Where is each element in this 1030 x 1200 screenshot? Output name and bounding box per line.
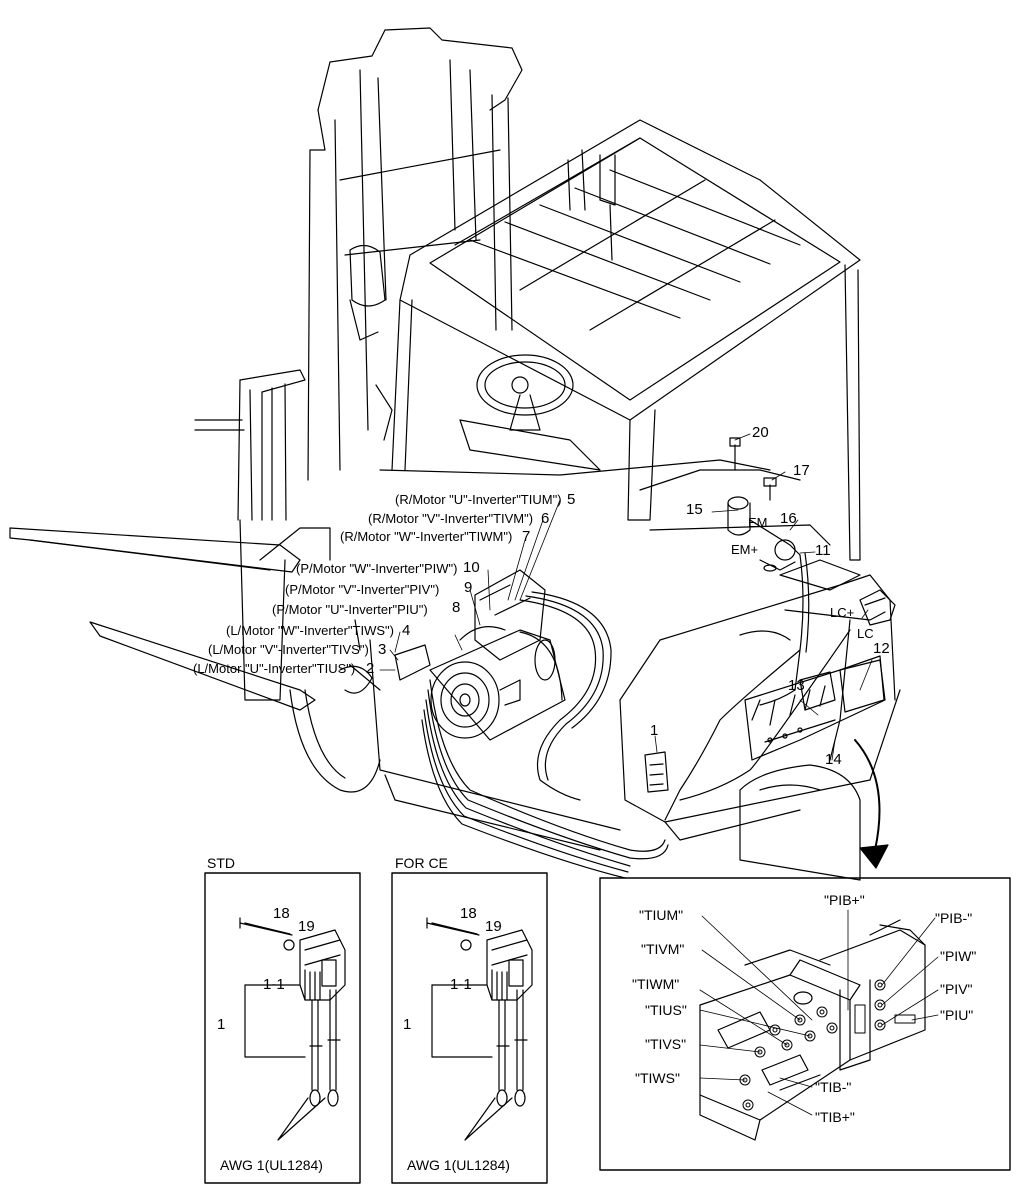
term-piv: "PIV" — [940, 981, 973, 997]
callout-5: 5 — [567, 491, 576, 508]
term-tium: "TIUM" — [639, 907, 684, 923]
label-lc-plus: LC+ — [830, 605, 855, 620]
steering-wheel — [459, 354, 601, 471]
overhead-guard — [391, 119, 861, 561]
callout-13: 13 — [788, 677, 805, 694]
callout-20: 20 — [752, 424, 769, 441]
term-tiwm: "TIWM" — [632, 976, 680, 992]
ce-callout-19: 19 — [485, 918, 502, 935]
callout-2: 2 — [366, 660, 375, 677]
callout-8: 8 — [452, 599, 461, 616]
drive-motor — [339, 569, 566, 741]
label-p-motor-w: (P/Motor "W"-Inverter"PIW") — [296, 561, 458, 576]
label-p-motor-v: (P/Motor "V"-Inverter"PIV") — [285, 582, 440, 597]
callout-16: 16 — [780, 510, 797, 527]
label-l-motor-v: (L/Motor "V"-Inverter"TIVS") — [208, 642, 369, 657]
std-callout-1: 1 — [217, 1016, 226, 1033]
ce-callout-1: 1 — [403, 1016, 412, 1033]
term-tib-minus: "TIB-" — [815, 1079, 852, 1095]
ce-callout-18: 18 — [460, 905, 477, 922]
callout-9: 9 — [464, 579, 473, 596]
term-tius: "TIUS" — [645, 1002, 687, 1018]
cable-bundle — [421, 552, 886, 879]
term-tib-plus: "TIB+" — [815, 1109, 855, 1125]
callout-1: 1 — [650, 722, 659, 739]
callout-12: 12 — [873, 640, 890, 657]
callout-3: 3 — [378, 641, 387, 658]
label-p-motor-u: (P/Motor "U"-Inverter"PIU") — [272, 602, 428, 617]
term-piu: "PIU" — [940, 1007, 974, 1023]
leader-lines — [379, 433, 873, 761]
term-tivm: "TIVM" — [641, 941, 685, 957]
em-contactor — [727, 437, 801, 572]
inverter-panel — [644, 655, 886, 793]
detail-arrow-head — [859, 844, 889, 869]
backrest-and-forks — [9, 369, 331, 711]
ce-cable-spec: AWG 1(UL1284) — [407, 1157, 510, 1173]
std-cable-spec: AWG 1(UL1284) — [220, 1157, 323, 1173]
callout-14: 14 — [825, 751, 842, 768]
label-l-motor-w: (L/Motor "W"-Inverter"TIWS") — [226, 623, 394, 638]
term-tivs: "TIVS" — [645, 1036, 687, 1052]
std-box — [204, 872, 361, 1184]
label-lc: LC — [857, 626, 874, 641]
label-em-plus: EM+ — [731, 542, 759, 557]
ce-title: FOR CE — [395, 855, 448, 871]
std-callout-1-1: 1-1 — [263, 976, 285, 993]
callout-7: 7 — [522, 528, 531, 545]
callout-10: 10 — [463, 559, 480, 576]
ce-callout-1-1: 1-1 — [450, 976, 472, 993]
std-title: STD — [207, 855, 235, 871]
term-tiws: "TIWS" — [635, 1070, 680, 1086]
callout-6: 6 — [541, 510, 550, 527]
wheels — [289, 689, 861, 881]
label-r-motor-v: (R/Motor "V"-Inverter"TIVM") — [368, 511, 534, 526]
std-callout-18: 18 — [273, 905, 290, 922]
mast — [307, 27, 523, 481]
callout-11: 11 — [815, 542, 831, 559]
inverter-detail-box — [599, 877, 1011, 1171]
label-r-motor-u: (R/Motor "U"-Inverter"TIUM") — [395, 492, 562, 507]
callout-17: 17 — [793, 462, 810, 479]
term-pib-minus: "PIB-" — [935, 910, 973, 926]
ce-box — [391, 872, 548, 1184]
std-callout-19: 19 — [298, 918, 315, 935]
term-pib-plus: "PIB+" — [824, 892, 865, 908]
term-piw: "PIW" — [940, 948, 977, 964]
label-em: EM — [748, 515, 768, 530]
callout-4: 4 — [402, 622, 411, 639]
lc-connector — [859, 589, 896, 626]
callout-15: 15 — [686, 501, 703, 518]
label-l-motor-u: (L/Motor "U"-Inverter"TIUS") — [193, 661, 356, 676]
label-r-motor-w: (R/Motor "W"-Inverter"TIWM") — [340, 529, 513, 544]
detail-arrow — [854, 739, 881, 851]
